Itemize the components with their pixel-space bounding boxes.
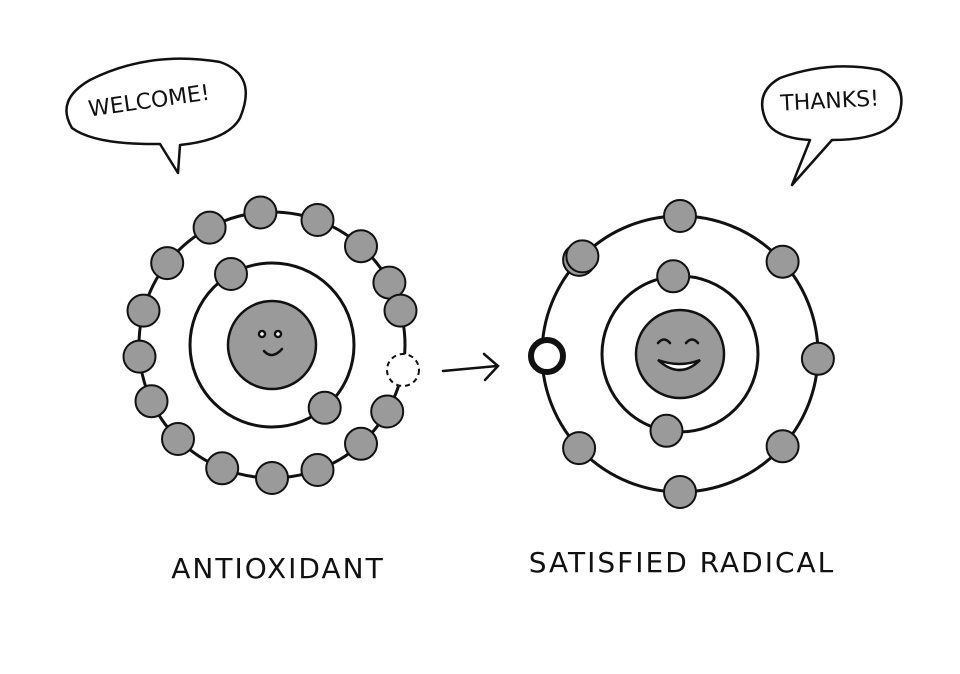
- radical-outer-electron-3: [800, 341, 835, 376]
- thanks-text: THANKS!: [779, 86, 880, 116]
- antioxidant-outer-electron-4: [344, 229, 378, 264]
- missing-electron-placeholder: [386, 353, 420, 387]
- radical-outer-electron-4: [765, 429, 800, 464]
- antioxidant-outer-electron-3: [300, 203, 335, 237]
- radical-outer-electron-1: [663, 199, 697, 233]
- antioxidant-face: [257, 329, 284, 357]
- antioxidant-outer-electron-7: [370, 394, 405, 429]
- antioxidant-outer-electron-9: [300, 453, 335, 487]
- antioxidant-outer-electron-16: [150, 246, 185, 281]
- antioxidant-outer-electron-6: [383, 293, 418, 328]
- antioxidant-inner-electron-1: [214, 257, 248, 291]
- radical-nucleus: [634, 308, 726, 400]
- antioxidant-outer-electron-14: [122, 339, 157, 374]
- antioxidant-nucleus: [226, 299, 318, 391]
- radical-outer-electrons: [562, 199, 835, 509]
- radical-outer-electron-2: [765, 244, 800, 279]
- welcome-speech-bubble: WELCOME!: [65, 57, 248, 175]
- received-electron: [528, 337, 566, 375]
- antioxidant-outer-electron-13: [134, 384, 169, 419]
- antioxidant-inner-orbit: [188, 261, 356, 429]
- antioxidant-outer-electron-10: [255, 461, 289, 495]
- radical-outer-electron-6: [562, 431, 597, 466]
- radical-outer-electron-8: [565, 239, 600, 274]
- antioxidant-outer-electron-1: [192, 210, 227, 245]
- thanks-speech-bubble: THANKS!: [760, 65, 903, 187]
- radical-outer-electron-5: [663, 475, 697, 509]
- antioxidant-atom: [122, 195, 420, 495]
- satisfied-radical-caption: SATISFIED RADICAL: [529, 546, 836, 579]
- antioxidant-outer-electrons: [122, 195, 418, 495]
- antioxidant-outer-electron-2: [243, 195, 278, 230]
- antioxidant-inner-electron-2: [307, 390, 342, 425]
- antioxidant-inner-electrons: [214, 257, 342, 425]
- antioxidant-outer-electron-8: [344, 426, 378, 461]
- satisfied-radical-atom: [528, 199, 835, 509]
- transfer-arrow: [441, 352, 500, 382]
- radical-inner-electrons: [649, 259, 691, 448]
- radical-face: [656, 338, 701, 372]
- antioxidant-caption: ANTIOXIDANT: [171, 552, 384, 585]
- antioxidant-outer-electron-12: [161, 422, 195, 456]
- radical-inner-electron-1: [656, 259, 691, 294]
- antioxidant-outer-electron-11: [205, 451, 240, 486]
- radical-inner-electron-2: [649, 413, 684, 448]
- antioxidant-outer-electron-15: [126, 293, 161, 328]
